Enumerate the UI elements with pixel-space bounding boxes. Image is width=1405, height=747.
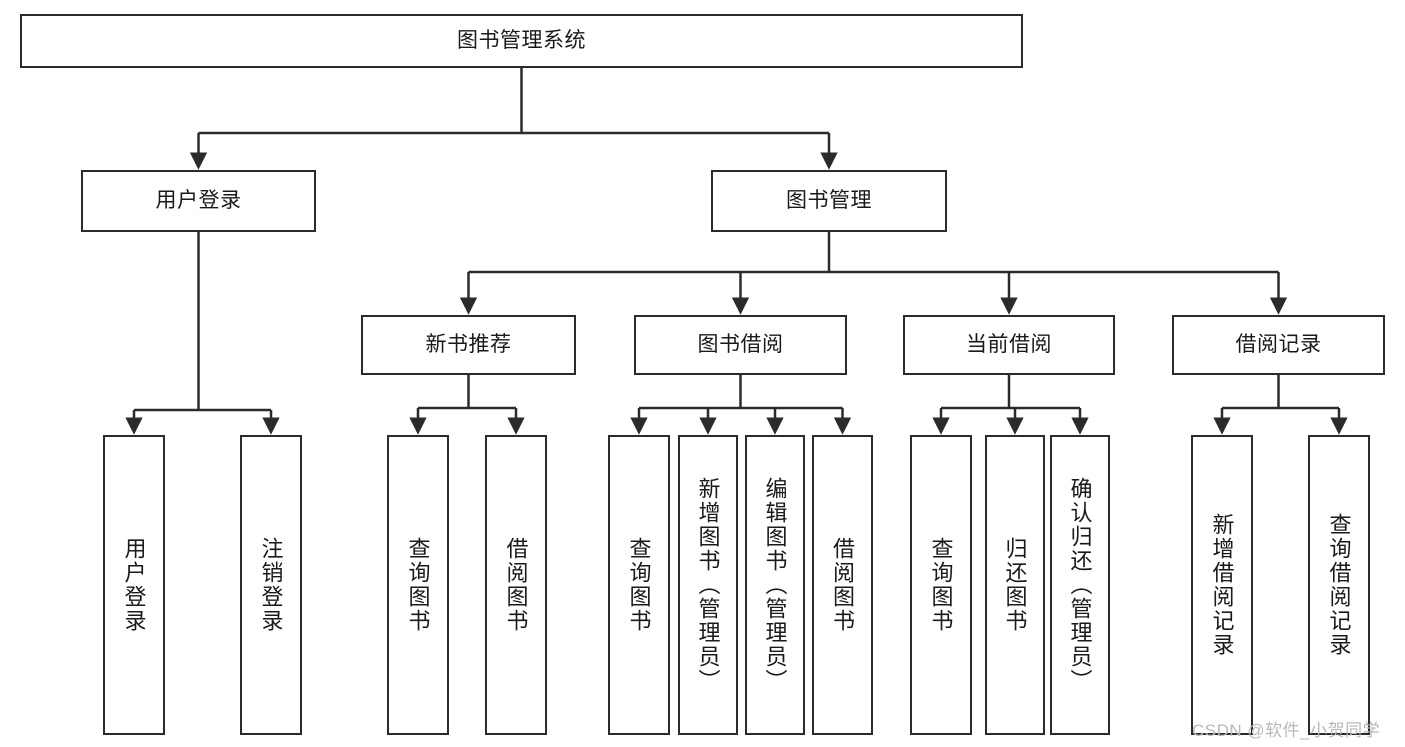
node-leaf-user-login[interactable]: 用户登录 [103, 435, 165, 735]
node-label: 图书管理 [786, 189, 872, 213]
node-leaf-confirm-return-admin[interactable]: 确认归还（管理员） [1050, 435, 1110, 735]
node-new-book-recommend[interactable]: 新书推荐 [361, 315, 576, 375]
node-label: 查询借阅记录 [1326, 513, 1352, 657]
node-root[interactable]: 图书管理系统 [20, 14, 1023, 68]
node-label: 确认归还（管理员） [1067, 477, 1093, 693]
node-leaf-user-logout[interactable]: 注销登录 [240, 435, 302, 735]
node-label: 用户登录 [155, 189, 242, 213]
node-leaf-query-book-borrow[interactable]: 查询图书 [608, 435, 670, 735]
node-label: 当前借阅 [966, 333, 1052, 357]
node-user-login[interactable]: 用户登录 [81, 170, 316, 232]
node-book-borrow[interactable]: 图书借阅 [634, 315, 847, 375]
node-leaf-return-book[interactable]: 归还图书 [985, 435, 1045, 735]
node-label: 借阅图书 [503, 537, 529, 633]
node-leaf-add-book-admin[interactable]: 新增图书（管理员） [678, 435, 738, 735]
node-leaf-query-book-current[interactable]: 查询图书 [910, 435, 972, 735]
node-borrow-record[interactable]: 借阅记录 [1172, 315, 1385, 375]
node-leaf-query-borrow-record[interactable]: 查询借阅记录 [1308, 435, 1370, 735]
node-label: 新增借阅记录 [1209, 513, 1235, 657]
node-label: 查询图书 [626, 537, 652, 633]
node-leaf-borrow-book-recommend[interactable]: 借阅图书 [485, 435, 547, 735]
node-label: 借阅记录 [1235, 333, 1322, 357]
node-label: 图书借阅 [697, 333, 784, 357]
node-leaf-query-book-recommend[interactable]: 查询图书 [387, 435, 449, 735]
node-label: 归还图书 [1002, 537, 1028, 633]
node-label: 图书管理系统 [457, 29, 586, 53]
node-label: 用户登录 [121, 537, 147, 633]
node-label: 查询图书 [405, 537, 431, 633]
node-label: 新增图书（管理员） [695, 477, 721, 693]
node-leaf-add-borrow-record[interactable]: 新增借阅记录 [1191, 435, 1253, 735]
node-label: 新书推荐 [425, 333, 512, 357]
csdn-watermark: CSDN @软件_小贺同学 [1192, 721, 1381, 740]
node-leaf-borrow-book[interactable]: 借阅图书 [812, 435, 873, 735]
node-book-management[interactable]: 图书管理 [711, 170, 947, 232]
node-current-borrow[interactable]: 当前借阅 [903, 315, 1115, 375]
node-label: 编辑图书（管理员） [762, 477, 788, 693]
node-leaf-edit-book-admin[interactable]: 编辑图书（管理员） [745, 435, 805, 735]
node-label: 借阅图书 [830, 537, 856, 633]
node-label: 查询图书 [928, 537, 954, 633]
node-label: 注销登录 [258, 537, 284, 633]
